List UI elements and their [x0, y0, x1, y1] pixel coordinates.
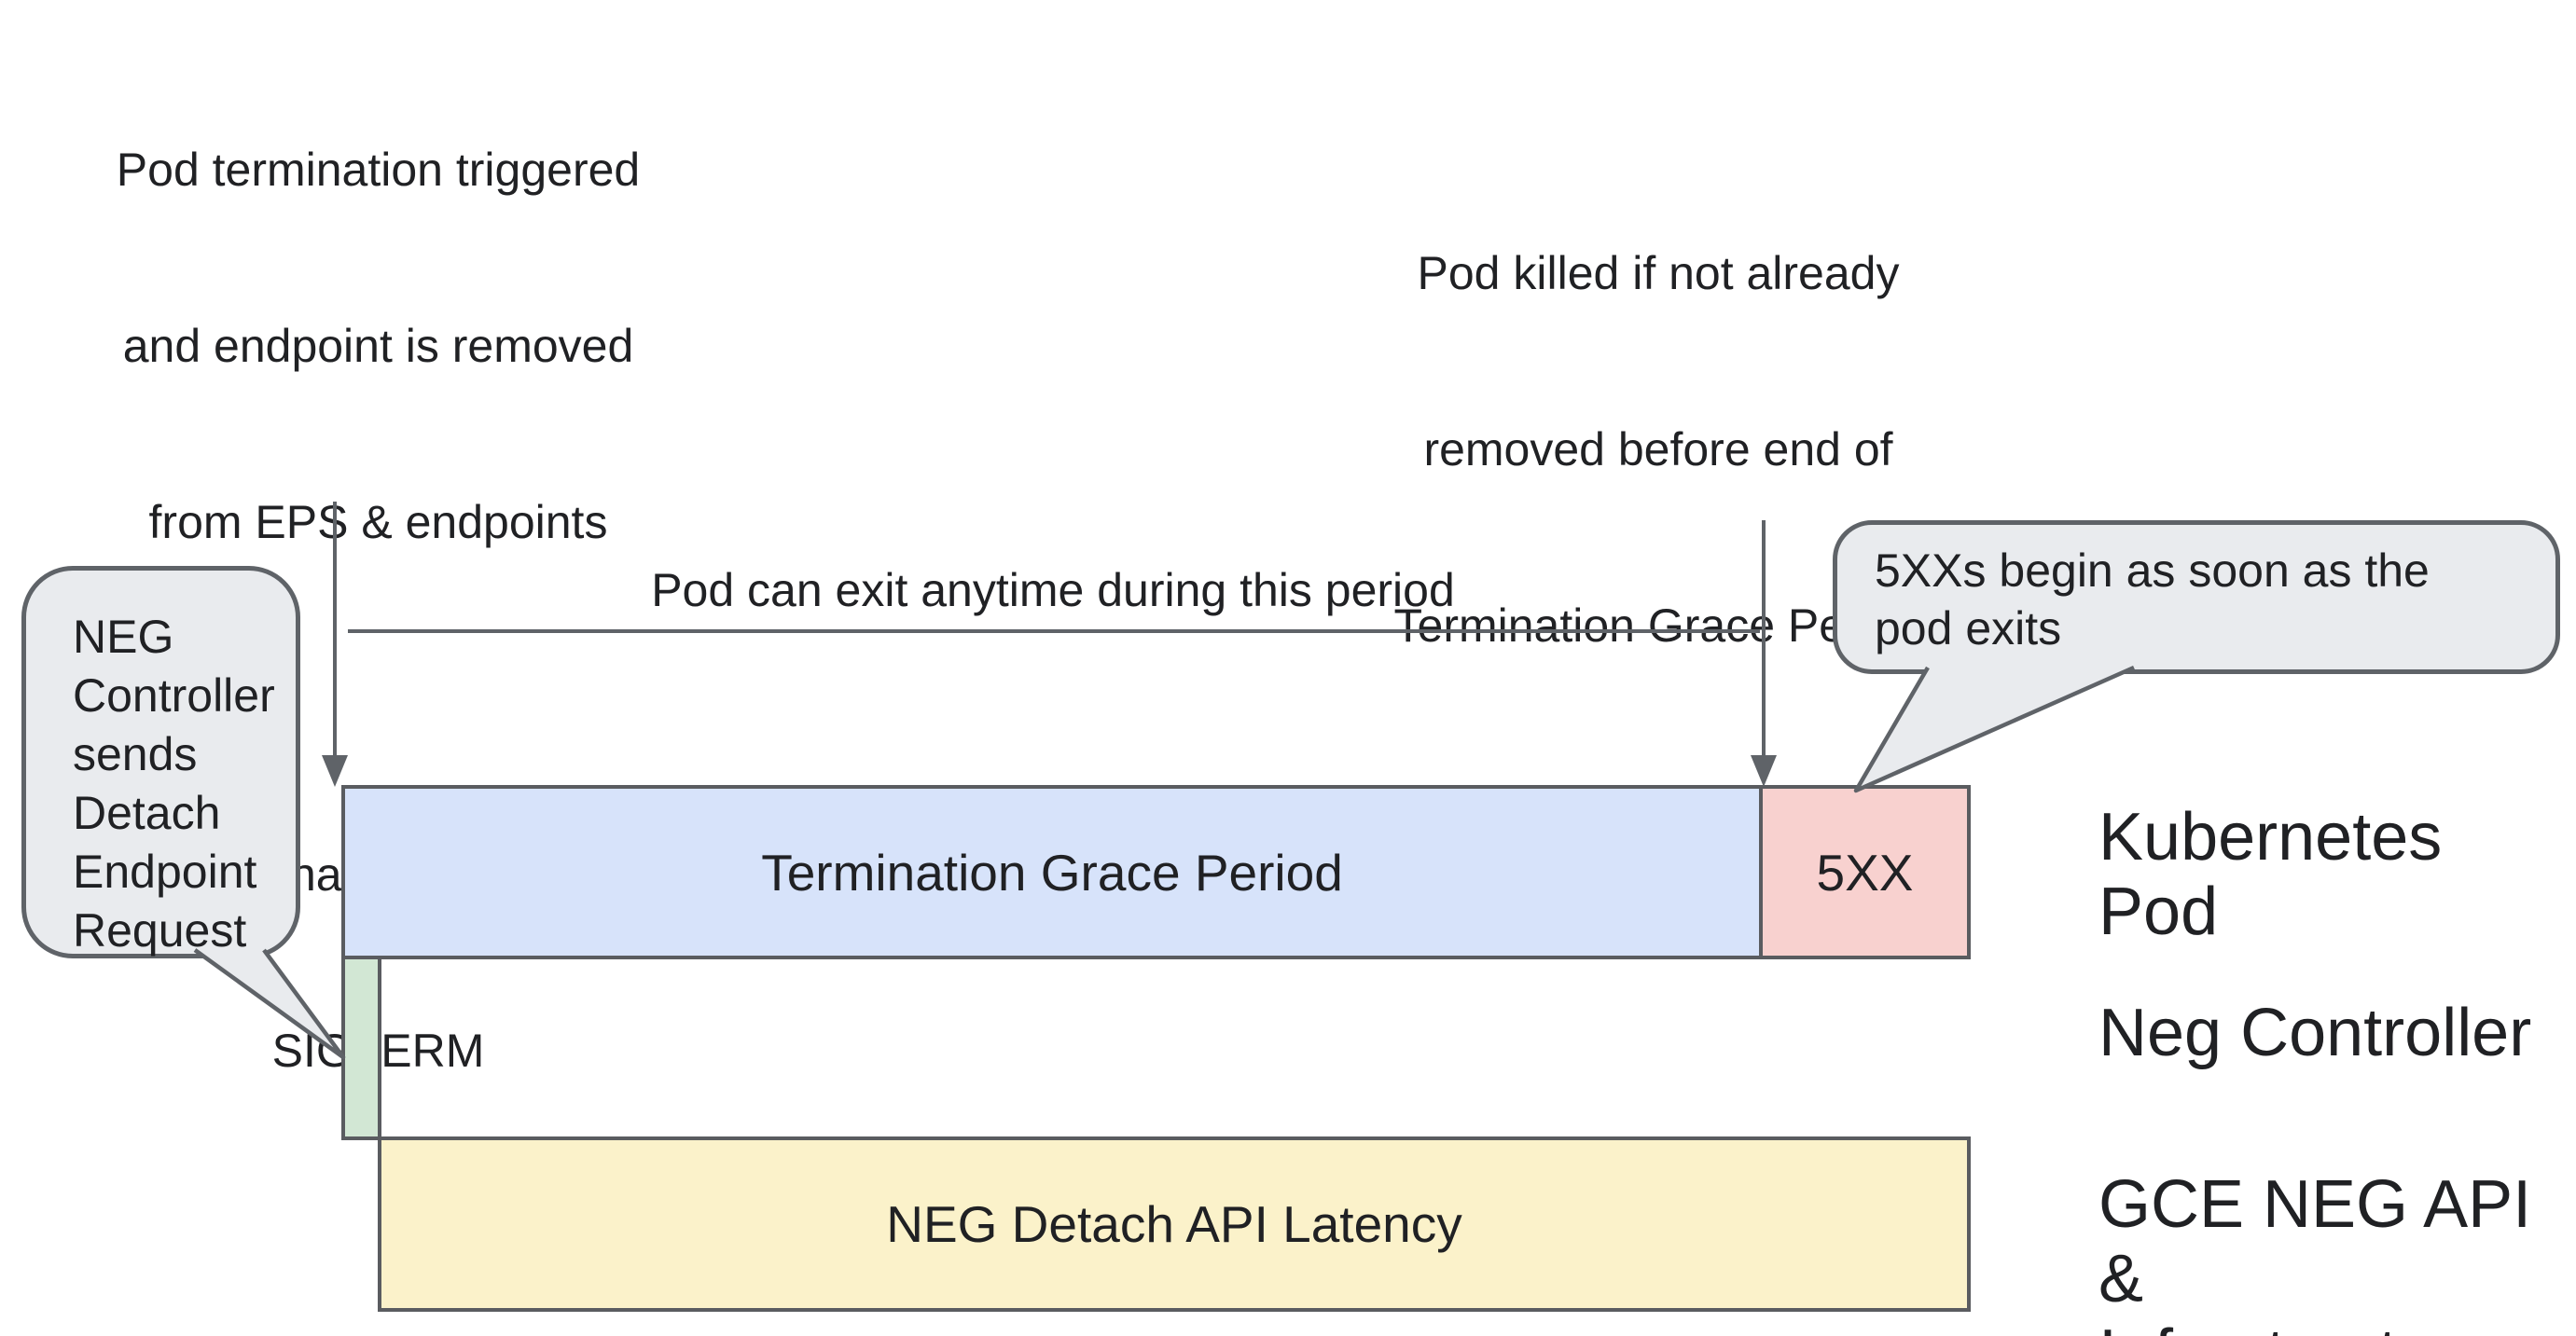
bar-5xx: 5XX [1759, 785, 1971, 959]
callout-line: Detach [73, 787, 221, 839]
row-label-kubernetes-pod: Kubernetes Pod [2098, 800, 2443, 949]
row-label-line: Infrastructure [2098, 1316, 2576, 1336]
bar-termination-grace-period: Termination Grace Period [341, 785, 1763, 959]
callout-line: pod exits [1875, 602, 2062, 654]
callout-line: 5XXs begin as soon as the [1875, 544, 2430, 597]
callout-line: Endpoint [73, 846, 257, 898]
row-label-gce-neg-api: GCE NEG API & Infrastructure [2098, 1167, 2576, 1336]
bar-neg-detach-api-latency: NEG Detach API Latency [378, 1136, 1971, 1312]
annotation-line: Pod killed if not already [1417, 247, 1900, 299]
annotation-line: Pod termination triggered [116, 144, 641, 196]
row-label-line: GCE NEG API & [2098, 1167, 2532, 1316]
annotation-line: Termination Grace Period [1393, 599, 1923, 652]
row-label-neg-controller: Neg Controller [2098, 996, 2532, 1070]
callout-line: Controller [73, 669, 275, 722]
callout-5xx-begin: 5XXs begin as soon as the pod exits [1833, 520, 2560, 674]
bar-label: NEG Detach API Latency [886, 1195, 1462, 1253]
annotation-line: removed before end of [1423, 423, 1893, 475]
bar-label: Termination Grace Period [761, 843, 1343, 902]
callout-line: NEG [73, 611, 174, 663]
annotation-line: and endpoint is removed [122, 320, 634, 372]
callout-neg-controller-sends-detach: NEG Controller sends Detach Endpoint Req… [21, 566, 300, 958]
annotation-line: from EPS & endpoints [148, 496, 608, 548]
callout-line: Request [73, 904, 247, 957]
annotation-pod-can-exit: Pod can exit anytime during this period [651, 564, 1455, 616]
bar-neg-controller-detach [341, 956, 381, 1140]
callout-line: sends [73, 728, 198, 780]
bar-label: 5XX [1816, 843, 1914, 902]
